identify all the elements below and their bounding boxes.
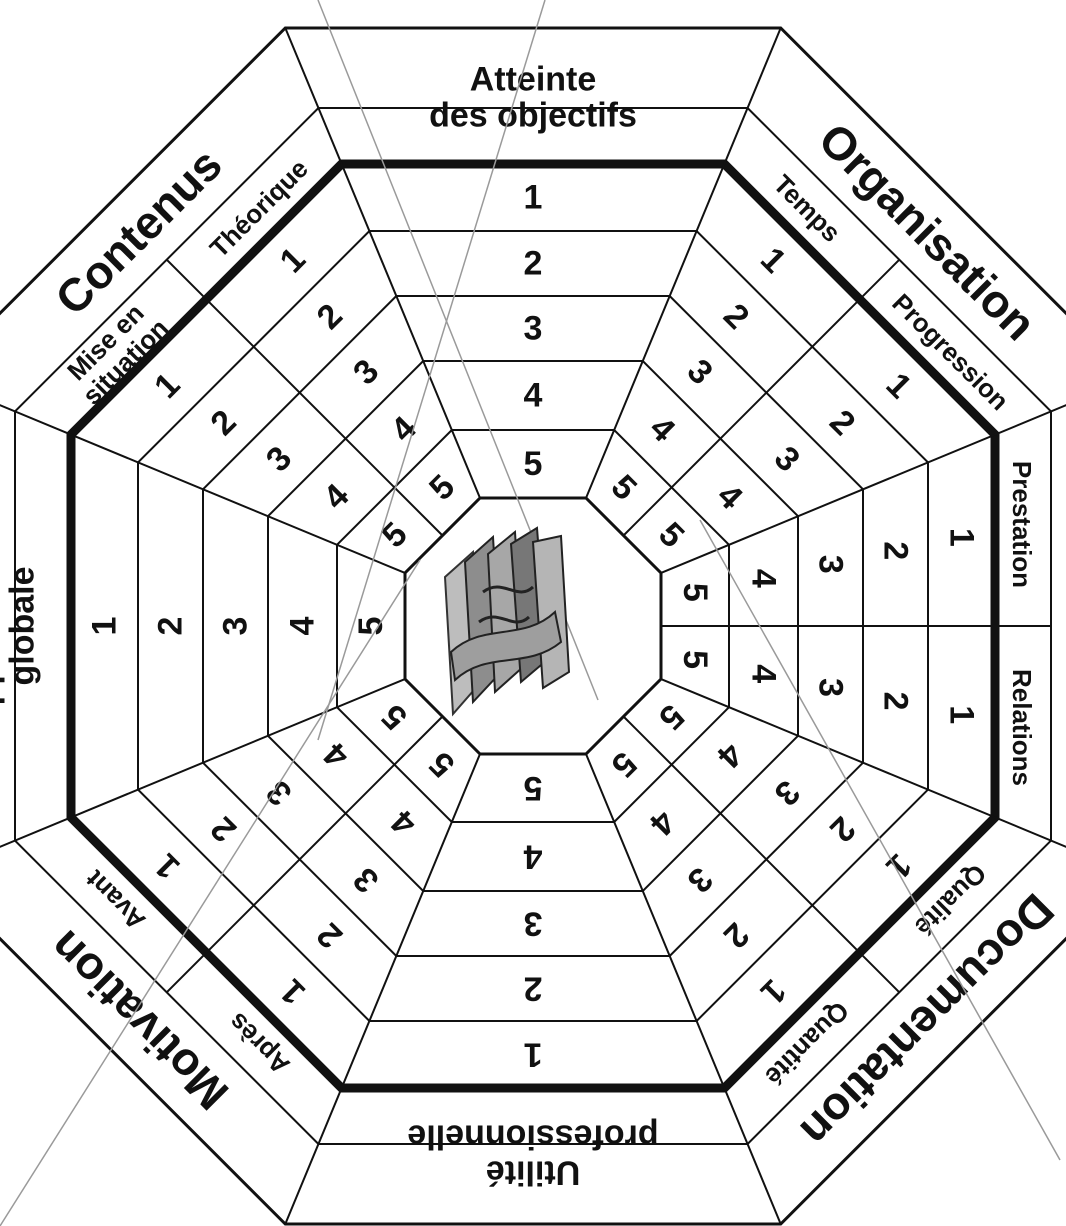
scale-number: 1 xyxy=(524,1036,543,1074)
scale-number: 3 xyxy=(812,555,850,574)
scale-number: 5 xyxy=(676,650,714,669)
scale-number: 5 xyxy=(676,583,714,602)
scale-number: 5 xyxy=(524,769,543,807)
scale-number: 1 xyxy=(524,179,543,217)
scale-number: 1 xyxy=(943,528,981,547)
scale-number: 4 xyxy=(745,569,783,588)
sub-label: Relations xyxy=(1007,669,1037,786)
scale-number: 4 xyxy=(745,664,783,683)
scale-number: 4 xyxy=(524,377,543,415)
scale-number: 1 xyxy=(86,617,124,636)
scale-number: 4 xyxy=(284,616,322,635)
scale-number: 5 xyxy=(524,445,543,483)
scale-number: 3 xyxy=(812,678,850,697)
scale-number: 2 xyxy=(152,617,190,636)
scale-number: 5 xyxy=(352,617,390,636)
scale-number: 4 xyxy=(523,838,542,876)
scale-number: 3 xyxy=(217,617,255,636)
sub-label: Prestation xyxy=(1007,461,1037,588)
scale-number: 3 xyxy=(524,905,543,943)
scale-number: 2 xyxy=(877,541,915,560)
scale-number: 2 xyxy=(877,692,915,711)
scale-number: 1 xyxy=(943,705,981,724)
scale-number: 2 xyxy=(524,970,543,1008)
scale-number: 2 xyxy=(524,245,543,283)
scale-number: 3 xyxy=(524,310,543,348)
